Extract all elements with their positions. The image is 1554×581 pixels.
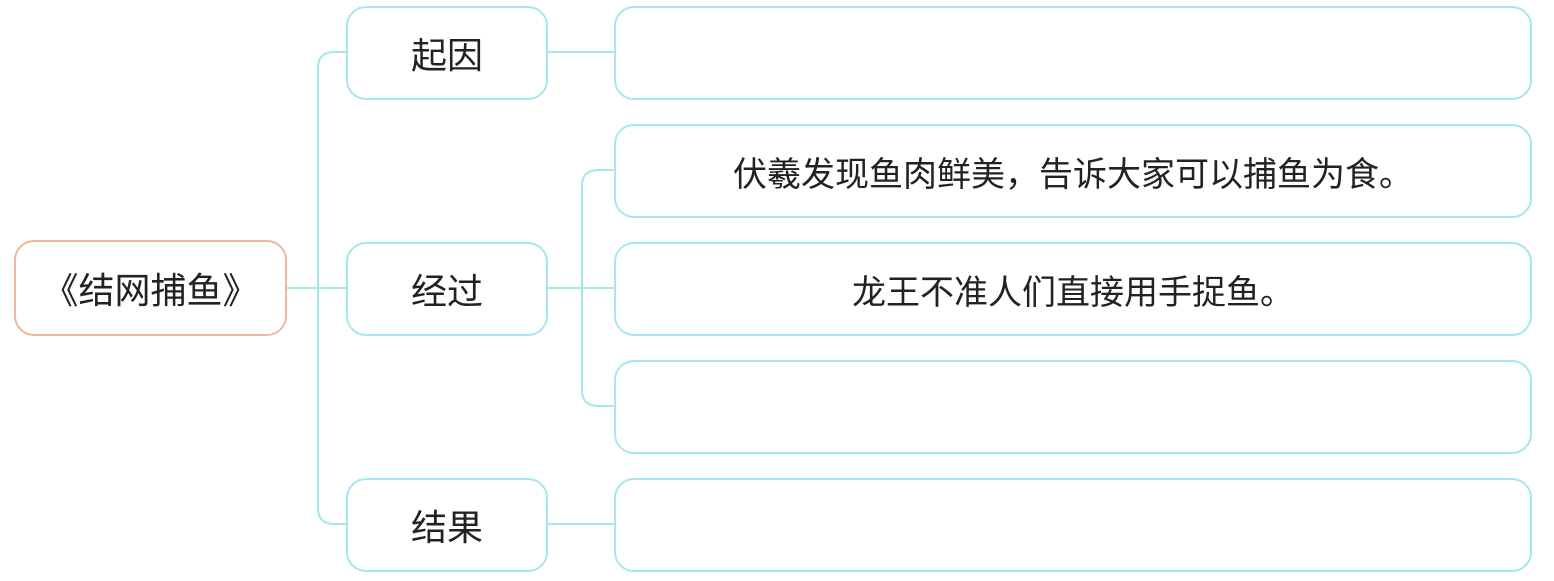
stage-process: 经过: [346, 242, 548, 336]
stage-result-label: 结果: [410, 508, 483, 549]
answer-text: 伏羲发现鱼肉鲜美，告诉大家可以捕鱼为食。: [733, 154, 1413, 195]
answer-box-cause[interactable]: [614, 6, 1532, 100]
answer-box-process-3[interactable]: [614, 360, 1532, 454]
answer-text: 龙王不准人们直接用手捉鱼。: [852, 272, 1294, 313]
answer-box-result[interactable]: [614, 478, 1532, 572]
stage-cause-label: 起因: [410, 36, 483, 77]
answer-box-process-1[interactable]: 伏羲发现鱼肉鲜美，告诉大家可以捕鱼为食。: [614, 124, 1532, 218]
root-node: 《结网捕鱼》: [14, 240, 287, 336]
root-label: 《结网捕鱼》: [42, 271, 259, 312]
answer-box-process-2[interactable]: 龙王不准人们直接用手捉鱼。: [614, 242, 1532, 336]
stage-process-label: 经过: [410, 272, 483, 313]
stage-cause: 起因: [346, 6, 548, 100]
stage-result: 结果: [346, 478, 548, 572]
